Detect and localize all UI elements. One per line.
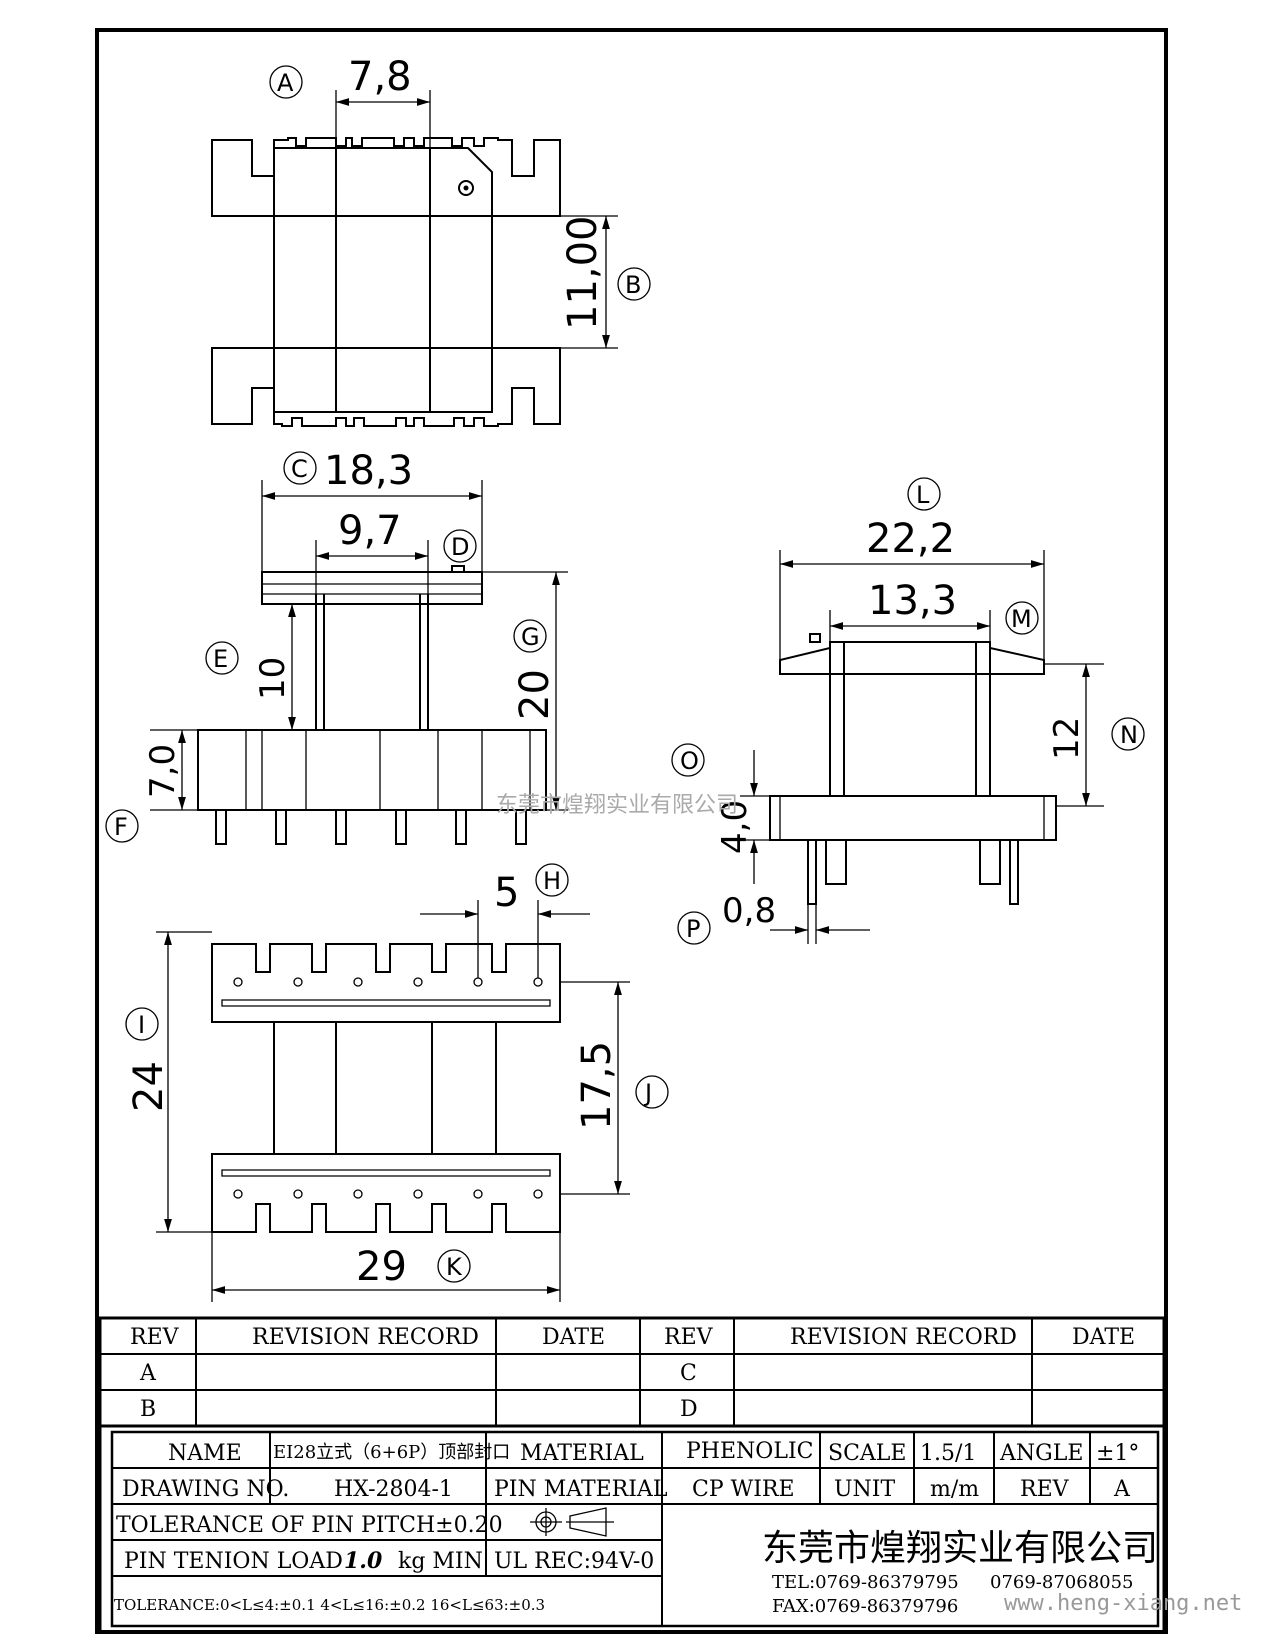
site-watermark: www.heng-xiang.net [1004, 1591, 1242, 1616]
angle-value: ±1° [1096, 1441, 1139, 1466]
company-name: 东莞市煌翔实业有限公司 [762, 1528, 1158, 1569]
unit-value: m/m [930, 1477, 979, 1502]
rev-row-d: D [680, 1397, 698, 1422]
title-block: NAME EI28立式（6+6P）顶部封口 MATERIAL PHENOLIC … [98, 1424, 1166, 1634]
dim-h: 5 [494, 870, 519, 916]
dim-g: 20 [512, 669, 558, 720]
dim-p: 0,8 [722, 891, 776, 931]
pin-tension-suffix: kg MIN [398, 1549, 483, 1574]
rev-header-1: REV [130, 1325, 180, 1350]
label-c: C [291, 455, 308, 483]
tolerance-range: TOLERANCE:0<L≤4:±0.1 4<L≤16:±0.2 16<L≤63… [114, 1596, 545, 1614]
dim-j: 17,5 [574, 1041, 620, 1130]
label-p: P [686, 915, 700, 943]
material-value: PHENOLIC [686, 1439, 813, 1464]
company-fax: FAX:0769-86379796 [772, 1596, 958, 1617]
dim-n: 12 [1047, 717, 1087, 760]
label-g: G [521, 623, 540, 651]
label-e: E [213, 645, 228, 673]
label-f: F [114, 813, 128, 841]
revision-record-header-1: REVISION RECORD [252, 1325, 479, 1350]
scale-label: SCALE [828, 1441, 906, 1466]
top-view: 7,8 A 11,00 B [211, 54, 651, 427]
revision-table: REV REVISION RECORD DATE REV REVISION RE… [98, 1316, 1166, 1428]
label-l: L [916, 481, 930, 509]
tolerance-pitch: TOLERANCE OF PIN PITCH±0.20 [116, 1513, 503, 1538]
dim-a: 7,8 [348, 54, 412, 100]
rev-header-2: REV [664, 1325, 714, 1350]
bottom-view: 5 H 24 I 17,5 J 29 K [125, 863, 669, 1302]
name-value: EI28立式（6+6P）顶部封口 [273, 1442, 510, 1463]
revision-record-header-2: REVISION RECORD [790, 1325, 1017, 1350]
label-i: I [138, 1011, 145, 1039]
dim-e: 10 [253, 657, 293, 700]
rev-value: A [1113, 1477, 1131, 1502]
date-header-2: DATE [1072, 1325, 1135, 1350]
dim-k: 29 [356, 1244, 407, 1290]
label-n: N [1120, 721, 1138, 749]
dim-f: 7,0 [143, 744, 183, 798]
label-d: D [451, 533, 469, 561]
material-label: MATERIAL [520, 1441, 644, 1466]
label-a: A [277, 69, 294, 97]
angle-label: ANGLE [999, 1441, 1083, 1466]
projection-symbol-icon [530, 1507, 614, 1537]
rev-row-c: C [680, 1361, 697, 1386]
pin-tension-value: 1.0 [344, 1548, 383, 1574]
label-h: H [543, 867, 561, 895]
label-m: M [1011, 605, 1032, 633]
label-b: B [625, 271, 641, 299]
dim-o: 4,0 [715, 800, 755, 854]
watermark: 东莞市煌翔实业有限公司 [496, 793, 738, 818]
pin-tension-prefix: PIN TENION LOAD [124, 1549, 343, 1574]
unit-label: UNIT [834, 1477, 895, 1502]
front-view: 18,3 C 9,7 D 10 E 20 G 7,0 F [105, 448, 568, 845]
dim-l: 22,2 [866, 516, 955, 562]
label-j: J [643, 1079, 652, 1107]
dim-b: 11,00 [560, 215, 606, 330]
date-header-1: DATE [542, 1325, 605, 1350]
drawing-no-label: DRAWING NO. [122, 1477, 289, 1502]
pin-material-label: PIN MATERIAL [494, 1477, 668, 1502]
rev-row-b: B [140, 1397, 156, 1422]
label-k: K [446, 1253, 463, 1281]
dim-i: 24 [126, 1061, 172, 1112]
rev-row-a: A [139, 1361, 157, 1386]
company-tel: TEL:0769-86379795 [772, 1572, 959, 1593]
dim-m: 13,3 [868, 578, 957, 624]
ul-rec: UL REC:94V-0 [494, 1549, 654, 1574]
rev-label: REV [1020, 1477, 1070, 1502]
scale-value: 1.5/1 [920, 1441, 976, 1466]
drawing-no-value: HX-2804-1 [334, 1477, 453, 1502]
company-tel-2: 0769-87068055 [990, 1572, 1134, 1593]
dim-c: 18,3 [324, 448, 413, 494]
dim-d: 9,7 [338, 508, 402, 554]
side-view: 22,2 L 13,3 M 12 N 4,0 O 0,8 P [671, 477, 1145, 945]
label-o: O [680, 747, 699, 775]
pin-material-value: CP WIRE [692, 1477, 795, 1502]
name-label: NAME [168, 1441, 242, 1466]
